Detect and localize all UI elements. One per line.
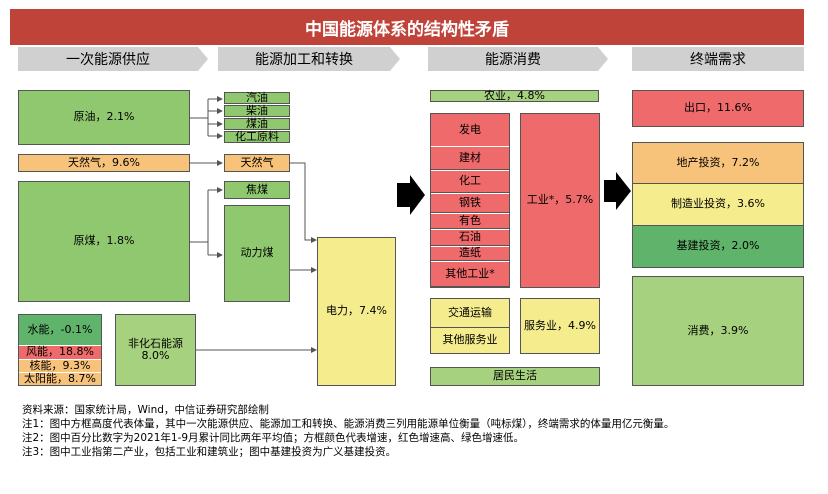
box-consumption-demand: 消费，3.9%: [632, 276, 804, 386]
header-arrow-4: [632, 47, 804, 71]
box-real-estate: 地产投资，7.2%: [633, 143, 803, 183]
box-raw-coal: 原煤，1.8%: [18, 181, 190, 302]
box-chem-feedstock: 化工原料: [224, 130, 290, 143]
box-agriculture: 农业，4.8%: [430, 89, 599, 102]
box-wind: 风能，18.8%: [19, 345, 101, 359]
header-arrows: [18, 47, 804, 71]
footnote-2: 注2：图中百分比数字为2021年1-9月累计同比两年平均值；方框颜色代表增速，红…: [22, 432, 525, 444]
sub-transport: 交通运输: [431, 299, 509, 327]
box-residential: 居民生活: [430, 367, 600, 386]
arrow-consumption-to-demand: [604, 172, 631, 210]
renewables-stack: 水能，-0.1% 风能，18.8% 核能，9.3% 太阳能，8.7%: [18, 314, 102, 386]
sub-other-industry: 其他工业*: [431, 261, 509, 287]
services-subsectors: 交通运输 其他服务业: [430, 298, 510, 354]
header-arrow-3: [428, 47, 608, 71]
sub-other-services: 其他服务业: [431, 327, 509, 353]
box-natural-gas: 天然气，9.6%: [18, 154, 190, 172]
source-note: 资料来源：国家统计局，Wind，中信证券研究部绘制: [22, 404, 269, 416]
industry-subsectors: 发电 建材 化工 钢铁 有色 石油 造纸 其他工业*: [430, 113, 510, 288]
box-kerosene: 煤油: [224, 117, 290, 130]
header-demand: 终端需求: [690, 52, 746, 68]
box-gasoline: 汽油: [224, 91, 290, 104]
box-diesel: 柴油: [224, 104, 290, 117]
arrow-processing-to-consumption: [397, 175, 425, 215]
line-natgas-power: [290, 162, 317, 243]
sub-chemicals: 化工: [431, 170, 509, 193]
sub-steel: 钢铁: [431, 193, 509, 213]
header-supply: 一次能源供应: [66, 52, 150, 68]
box-natgas-processed: 天然气: [224, 154, 290, 172]
box-nuclear: 核能，9.3%: [19, 359, 101, 372]
box-hydro: 水能，-0.1%: [19, 315, 101, 345]
sub-petroleum: 石油: [431, 229, 509, 246]
box-crude-oil: 原油，2.1%: [18, 90, 190, 145]
box-thermal-coal: 动力煤: [224, 205, 290, 302]
header-arrow-2: [218, 47, 400, 71]
box-manufacturing: 制造业投资，3.6%: [633, 183, 803, 225]
investment-stack: 地产投资，7.2% 制造业投资，3.6% 基建投资，2.0%: [632, 142, 804, 268]
box-solar: 太阳能，8.7%: [19, 372, 101, 385]
box-export: 出口，11.6%: [632, 90, 804, 127]
footnote-1: 注1：图中方框高度代表体量，其中一次能源供应、能源加工和转换、能源消费三列用能源…: [22, 418, 675, 430]
box-nonfossil: 非化石能源 8.0%: [115, 314, 196, 386]
box-industry: 工业*，5.7%: [520, 113, 600, 288]
header-consumption: 能源消费: [485, 52, 541, 68]
box-infrastructure: 基建投资，2.0%: [633, 225, 803, 267]
sub-building-materials: 建材: [431, 146, 509, 170]
header-processing: 能源加工和转换: [255, 52, 353, 68]
sub-power-gen: 发电: [431, 114, 509, 146]
sub-nonferrous: 有色: [431, 213, 509, 229]
box-services: 服务业，4.9%: [520, 298, 600, 354]
sub-paper: 造纸: [431, 246, 509, 261]
chart-title: 中国能源体系的结构性矛盾: [10, 9, 804, 45]
footnote-3: 注3：图中工业指第二产业，包括工业和建筑业；图中基建投资为广义基建投资。: [22, 446, 397, 458]
box-coking-coal: 焦煤: [224, 181, 290, 199]
header-arrow-1: [18, 47, 208, 71]
box-electricity: 电力，7.4%: [317, 237, 396, 386]
